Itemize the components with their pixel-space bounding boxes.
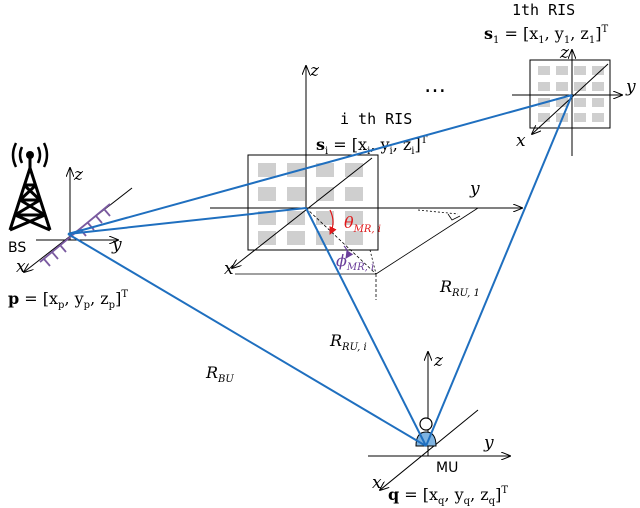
distance-bu-label: RBU bbox=[205, 363, 234, 385]
link-risi-mu bbox=[305, 207, 427, 447]
mu-x-label: x bbox=[372, 473, 382, 493]
base-station: z y x BS p = [xp, yp, zp]T bbox=[8, 142, 133, 311]
ris-i: z y x i th RIS si = [xi, yi, zi]T θMR, i… bbox=[210, 61, 522, 300]
ris-i-x-label: x bbox=[224, 259, 234, 279]
phi-arc bbox=[343, 245, 354, 259]
mu-position: q = [xq, yq, zq]T bbox=[388, 485, 508, 507]
link-ris1-mu bbox=[425, 94, 573, 447]
bs-label: BS bbox=[8, 240, 26, 256]
cell-tower-icon bbox=[8, 158, 52, 232]
links bbox=[67, 94, 573, 447]
mu-z-label: z bbox=[433, 351, 444, 371]
ris-1-x-label: x bbox=[516, 131, 526, 151]
signal-waves-icon bbox=[11, 142, 49, 168]
theta-label: θMR, i bbox=[344, 213, 381, 235]
theta-arc bbox=[329, 209, 337, 235]
link-bs-risi bbox=[67, 207, 307, 235]
link-bs-ris1 bbox=[67, 94, 573, 235]
phi-label: ϕMR, i bbox=[336, 251, 374, 273]
ris-i-elements bbox=[258, 163, 363, 245]
ellipsis: … bbox=[424, 73, 446, 98]
mu-axis-x bbox=[380, 409, 479, 490]
mu-y-label: y bbox=[483, 433, 494, 453]
tower-top-icon bbox=[26, 151, 34, 159]
ris-i-y-label: y bbox=[469, 179, 480, 199]
distance-ru1-label: RRU, 1 bbox=[439, 277, 480, 299]
ris-1-title: 1th RIS bbox=[512, 1, 575, 19]
mu-label: MU bbox=[436, 460, 458, 476]
projection-lines bbox=[235, 207, 479, 300]
ris-i-position: si = [xi, yi, zi]T bbox=[316, 135, 428, 157]
ris-i-axis-x bbox=[232, 157, 373, 268]
bs-y-label: y bbox=[111, 235, 122, 255]
bs-antenna-array bbox=[39, 203, 111, 267]
ris-1: z y x 1th RIS s1 = [x1, y1, z1]T bbox=[484, 1, 636, 156]
ris-i-title: i th RIS bbox=[340, 110, 412, 128]
bs-x-label: x bbox=[16, 257, 26, 277]
ris-1-position: s1 = [x1, y1, z1]T bbox=[484, 24, 608, 46]
bs-position: p = [xp, yp, zp]T bbox=[8, 289, 128, 311]
distance-rui-label: RRU, i bbox=[329, 331, 367, 353]
ris-1-z-label: z bbox=[559, 43, 570, 63]
bs-z-label: z bbox=[73, 165, 84, 185]
ris-1-y-label: y bbox=[625, 77, 636, 97]
link-bs-mu bbox=[67, 233, 427, 447]
ris-i-z-label: z bbox=[309, 61, 320, 81]
